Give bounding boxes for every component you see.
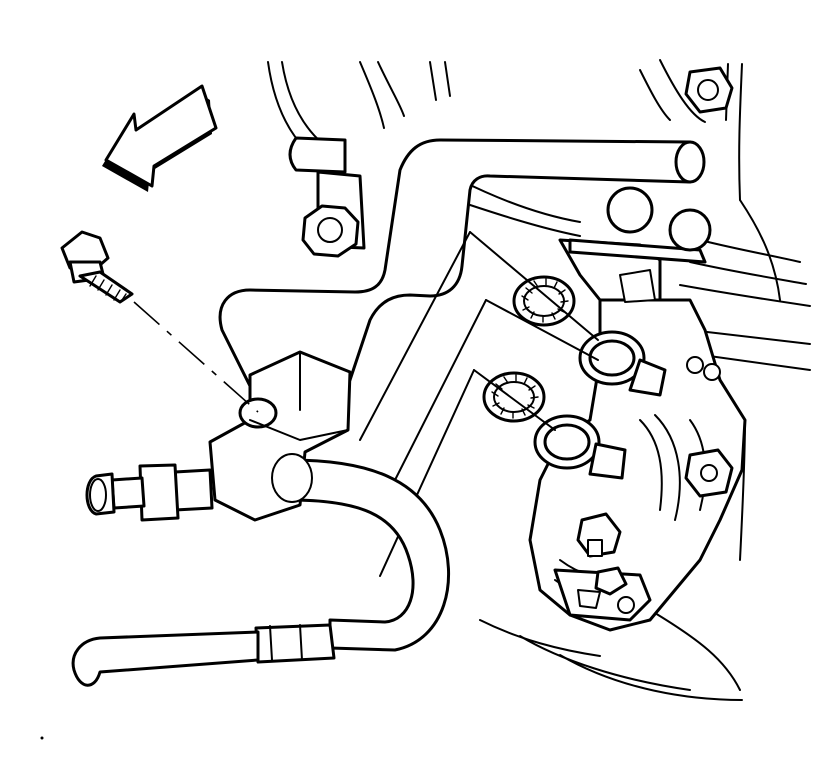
bolt-centerline [133,301,259,413]
front-direction-arrow-icon [102,84,218,192]
alignment-lines [359,231,599,577]
hose-clamp-icon [208,350,352,522]
stray-dot [40,736,44,740]
o-ring-icon [533,414,627,480]
engine-housing [267,59,811,701]
bolt-icon [60,230,134,304]
sealing-washer-icon [482,371,546,423]
o-ring-icon [578,330,667,397]
sealing-washer-icon [512,275,576,327]
pipe-fitting-icon [85,463,214,522]
upper-nut-icon [684,66,734,114]
compressor-icon [528,186,747,632]
lower-pipe-icon [71,458,451,687]
bracket-nut-icon [288,136,366,258]
